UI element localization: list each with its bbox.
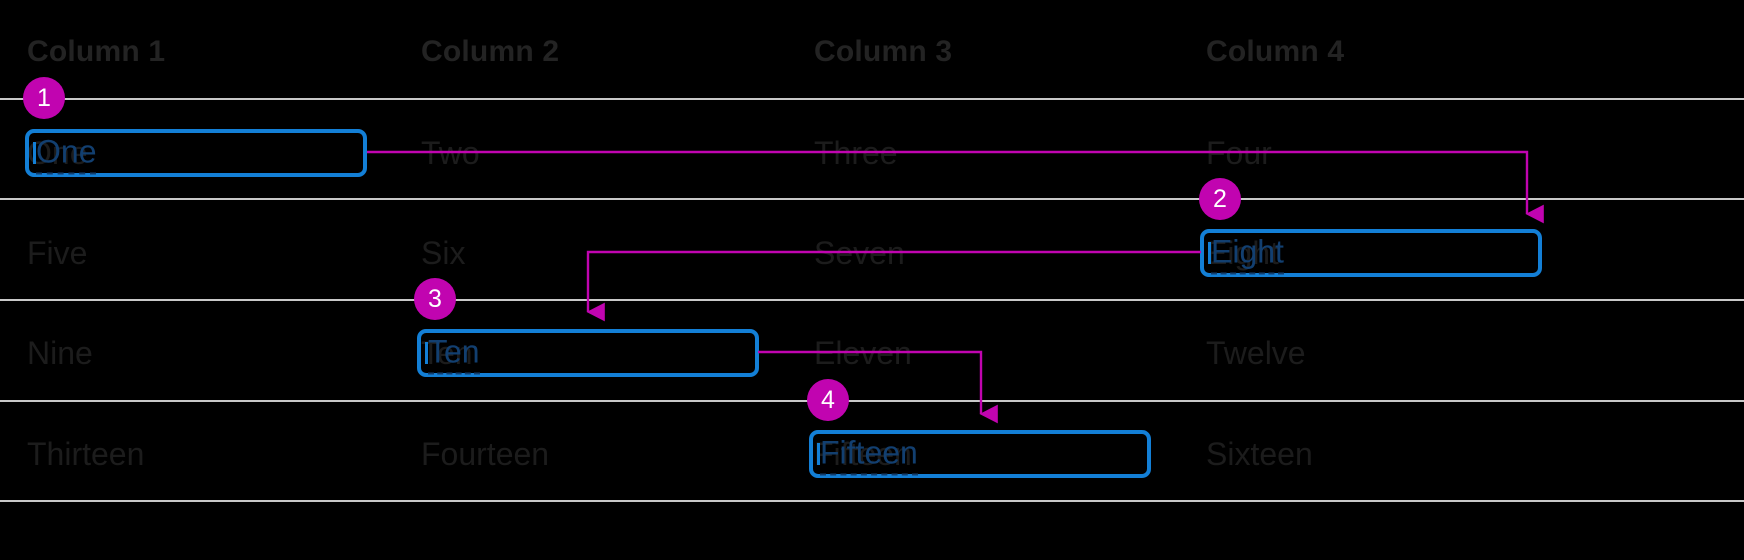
step-badge-4[interactable]: 4 bbox=[807, 379, 849, 421]
cell-r3c4[interactable]: Twelve bbox=[1206, 335, 1306, 371]
highlighted-cell-fifteen[interactable]: Fifteen bbox=[809, 430, 1151, 478]
column-header-3: Column 3 bbox=[814, 35, 953, 68]
highlighted-value-one: One bbox=[36, 132, 97, 175]
row-divider-1 bbox=[0, 98, 1744, 100]
cell-r1c3[interactable]: Three bbox=[814, 135, 898, 171]
cell-r3c1[interactable]: Nine bbox=[27, 335, 93, 371]
column-header-2: Column 2 bbox=[421, 35, 560, 68]
text-caret-one bbox=[33, 142, 36, 164]
cell-r4c4[interactable]: Sixteen bbox=[1206, 436, 1313, 472]
cell-r4c1[interactable]: Thirteen bbox=[27, 436, 145, 472]
cell-r2c1[interactable]: Five bbox=[27, 235, 88, 271]
text-caret-ten bbox=[425, 342, 428, 364]
column-header-4: Column 4 bbox=[1206, 35, 1345, 68]
step-badge-3[interactable]: 3 bbox=[414, 278, 456, 320]
cell-r1c2[interactable]: Two bbox=[421, 135, 480, 171]
cell-r3c3[interactable]: Eleven bbox=[814, 335, 912, 371]
row-divider-3 bbox=[0, 299, 1744, 301]
highlighted-cell-one[interactable]: One bbox=[25, 129, 367, 177]
cell-r2c3[interactable]: Seven bbox=[814, 235, 905, 271]
highlighted-cell-ten[interactable]: Ten bbox=[417, 329, 759, 377]
cell-r1c4[interactable]: Four bbox=[1206, 135, 1272, 171]
cell-r4c3[interactable]: Fifteen bbox=[814, 436, 912, 472]
cell-r4c2[interactable]: Fourteen bbox=[421, 436, 550, 472]
step-badge-2[interactable]: 2 bbox=[1199, 178, 1241, 220]
cell-r1c1[interactable]: One bbox=[27, 135, 88, 171]
text-caret-fifteen bbox=[817, 443, 820, 465]
highlighted-value-eight: Eight bbox=[1211, 232, 1284, 275]
cell-r2c2[interactable]: Six bbox=[421, 235, 466, 271]
cell-r2c4[interactable]: Eight bbox=[1206, 235, 1279, 271]
text-caret-eight bbox=[1208, 242, 1211, 264]
column-header-1: Column 1 bbox=[27, 35, 166, 68]
highlighted-cell-eight[interactable]: Eight bbox=[1200, 229, 1542, 277]
cell-r3c2[interactable]: Ten bbox=[421, 335, 473, 371]
step-badge-1[interactable]: 1 bbox=[23, 77, 65, 119]
row-divider-2 bbox=[0, 198, 1744, 200]
highlighted-value-fifteen: Fifteen bbox=[820, 433, 918, 476]
row-divider-4 bbox=[0, 400, 1744, 402]
row-divider-5 bbox=[0, 500, 1744, 502]
highlighted-value-ten: Ten bbox=[428, 332, 480, 375]
